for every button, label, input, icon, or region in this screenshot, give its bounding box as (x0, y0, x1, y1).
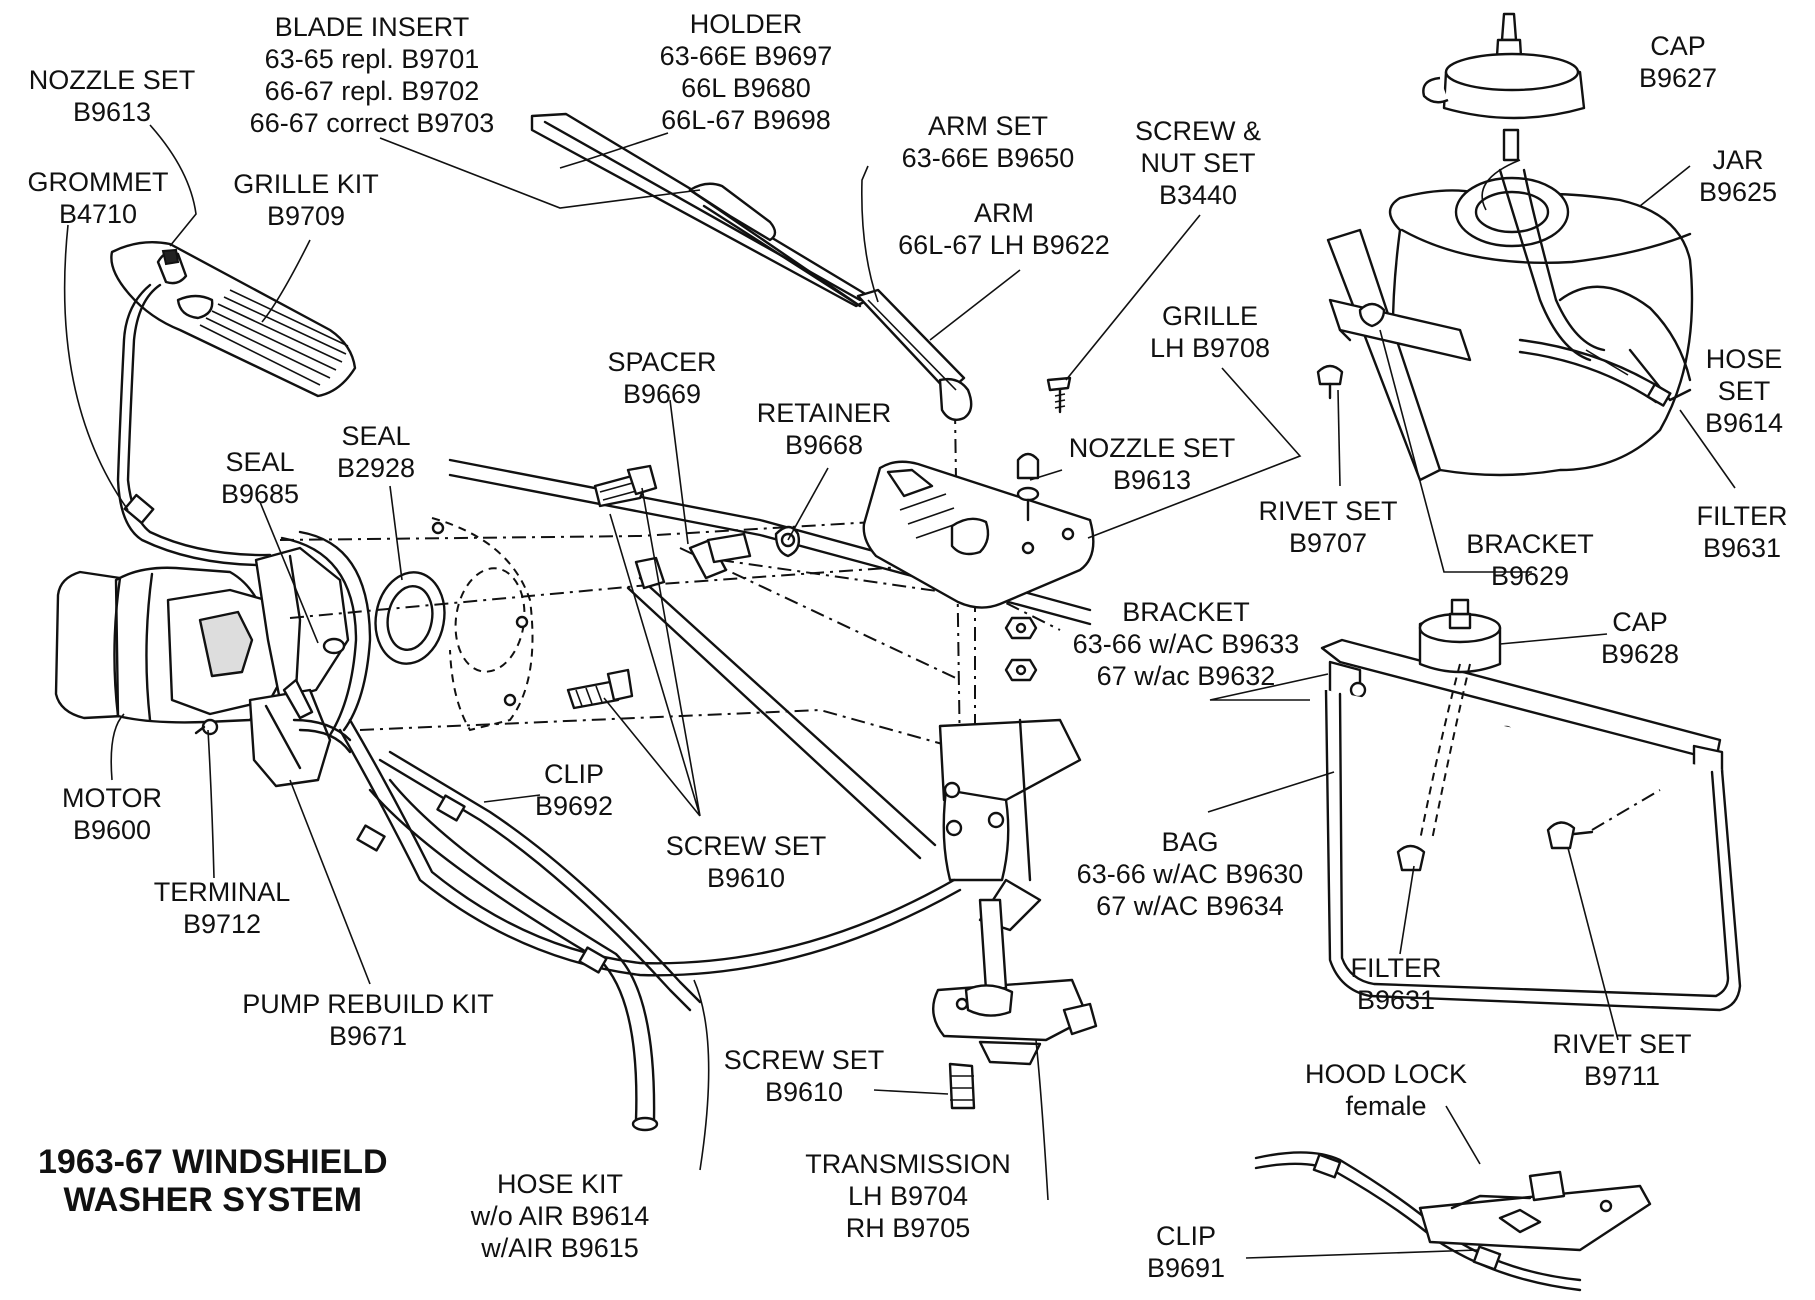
label-screw-set-b9610-mid: SCREW SET B9610 (665, 831, 827, 893)
label-filter-b9631-top: FILTER B9631 (1696, 501, 1788, 563)
grommet-hose-drawing (116, 283, 272, 567)
label-bag: BAG 63-66 w/AC B9630 67 w/AC B9634 (1076, 827, 1304, 921)
screw-set-2-drawing (948, 1062, 976, 1110)
rivet-set-9711-drawing (1546, 789, 1661, 850)
label-seal-b9685: SEAL B9685 (220, 447, 300, 509)
label-bracket-b9629: BRACKET B9629 (1466, 529, 1594, 591)
motor-drawing (54, 546, 350, 724)
blade-holder-drawing (530, 112, 874, 308)
retainer-drawing (774, 525, 801, 558)
clip-b9691-drawing (1312, 1153, 1502, 1271)
terminal-drawing (194, 718, 219, 736)
label-arm-set: ARM SET 63-66E B9650 (901, 111, 1075, 173)
label-motor: MOTOR B9600 (62, 783, 162, 845)
jar-b9625-drawing (1388, 168, 1694, 477)
filter-2-drawing (1396, 844, 1426, 872)
leader-lines (63, 124, 1736, 1259)
label-blade-insert: BLADE INSERT 63-65 repl. B9701 66-67 rep… (249, 12, 495, 138)
cap-b9627-drawing (1422, 12, 1586, 162)
label-retainer: RETAINER B9668 (756, 398, 892, 460)
screw-nut-drawing (1046, 376, 1072, 414)
label-nozzle-set-b9613-lower: NOZZLE SET B9613 (1068, 433, 1236, 495)
label-seal-b2928: SEAL B2928 (336, 421, 416, 483)
label-grille-kit: GRILLE KIT B9709 (233, 169, 379, 231)
label-terminal: TERMINAL B9712 (153, 877, 291, 939)
label-holder: HOLDER 63-66E B9697 66L B9680 66L-67 B96… (659, 9, 833, 135)
label-nozzle-set-b9613-top: NOZZLE SET B9613 (28, 65, 196, 127)
nozzle-set-2-drawing (1016, 452, 1040, 522)
clip-b9692-drawing (356, 794, 608, 974)
pump-drawing (248, 678, 352, 788)
label-hose-set: HOSE SET B9614 (1704, 344, 1784, 438)
bracket-b9629-drawing (1326, 228, 1472, 482)
label-hose-kit: HOSE KIT w/o AIR B9614 w/AIR B9615 (470, 1169, 650, 1263)
spacer-drawing (634, 532, 752, 590)
label-cap-b9628: CAP B9628 (1600, 607, 1680, 669)
label-grille-lh: GRILLE LH B9708 (1149, 301, 1271, 363)
grille-kit-drawing (110, 241, 357, 398)
label-hood-lock: HOOD LOCK female (1304, 1059, 1468, 1121)
wiper-arm-drawing (856, 288, 973, 421)
diagram-title: 1963-67 WINDSHIELD WASHER SYSTEM (38, 1143, 388, 1219)
screw-bottom-drawing (566, 668, 634, 710)
label-filter-b9631-bottom: FILTER B9631 (1350, 953, 1442, 1015)
label-screw-nut-set: SCREW & NUT SET B3440 (1134, 116, 1262, 210)
label-transmission: TRANSMISSION LH B9704 RH B9705 (805, 1149, 1011, 1243)
rivet-set-9707-drawing (1316, 364, 1344, 400)
transmission-drawing (932, 718, 1098, 1066)
hood-lock-drawing (1254, 1151, 1652, 1292)
label-bracket-ac: BRACKET 63-66 w/AC B9633 67 w/ac B9632 (1072, 597, 1300, 691)
motor-plate-drawing (280, 530, 372, 737)
label-jar: JAR B9625 (1698, 145, 1778, 207)
nuts-drawing (1004, 616, 1038, 682)
hose-set-drawing (1518, 338, 1672, 407)
cap-b9628-drawing (1418, 598, 1502, 674)
bag-drawing (1324, 663, 1742, 1012)
label-pump-rebuild-kit: PUMP REBUILD KIT B9671 (242, 989, 494, 1051)
label-cap-b9627: CAP B9627 (1638, 31, 1718, 93)
gasket-plate-drawing (431, 517, 534, 732)
label-screw-set-b9610-bottom: SCREW SET B9610 (723, 1045, 885, 1107)
screw-top-drawing (593, 464, 658, 508)
label-clip-b9692: CLIP B9692 (534, 759, 614, 821)
label-clip-b9691: CLIP B9691 (1146, 1221, 1226, 1283)
label-spacer: SPACER B9669 (607, 347, 717, 409)
label-rivet-set-b9711: RIVET SET B9711 (1552, 1029, 1692, 1091)
grille-lh-drawing (862, 460, 1095, 609)
label-arm-lh: ARM 66L-67 LH B9622 (898, 198, 1110, 260)
seal-b2928-drawing (374, 571, 446, 665)
label-rivet-set-b9707: RIVET SET B9707 (1258, 496, 1398, 558)
label-grommet: GROMMET B4710 (27, 167, 169, 229)
